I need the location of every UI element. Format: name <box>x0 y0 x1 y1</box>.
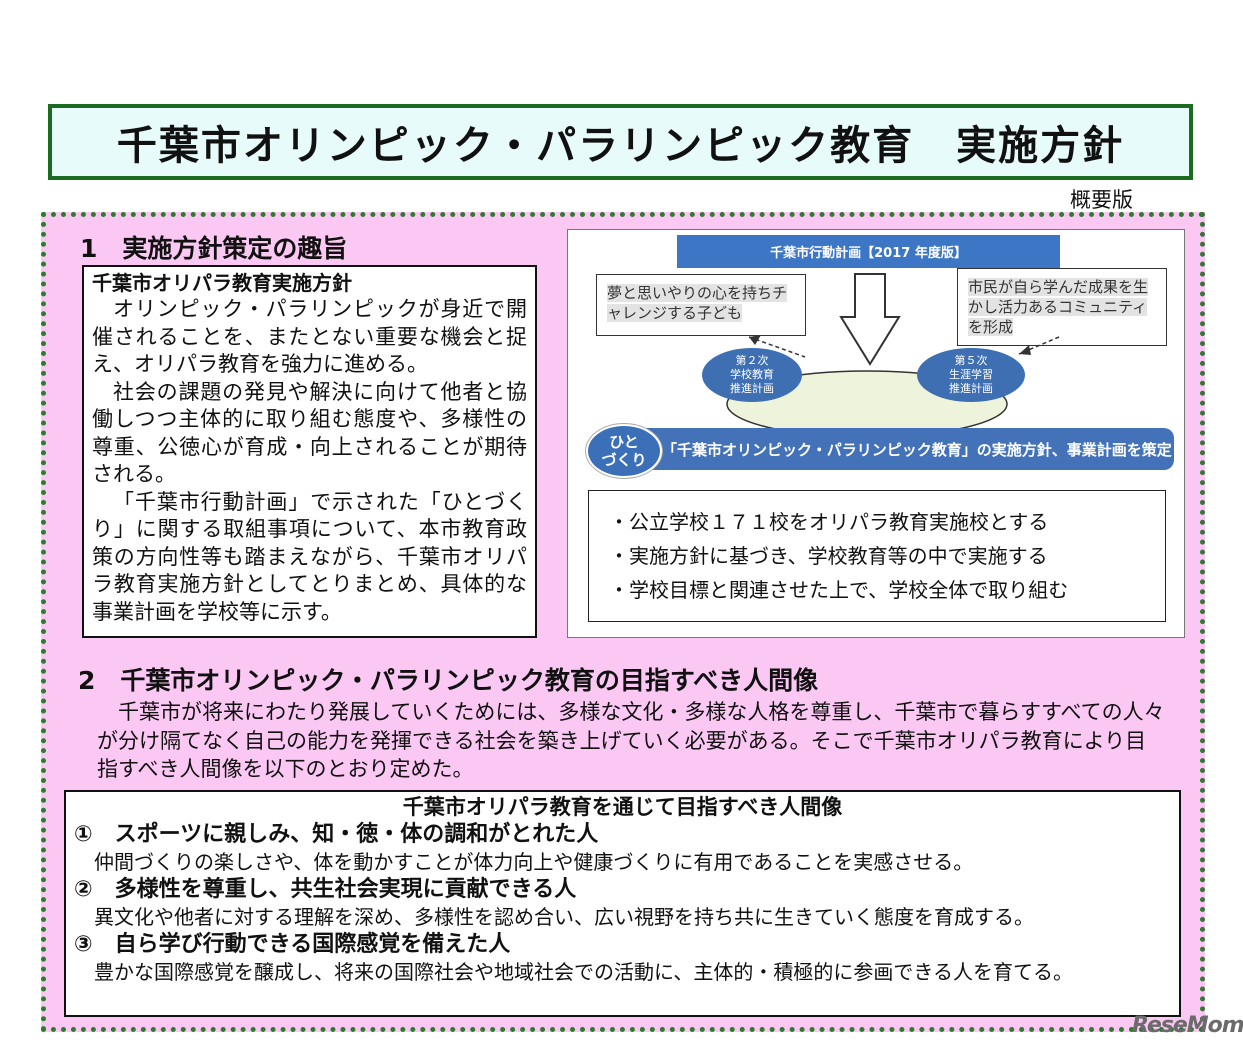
policy-box: 千葉市オリパラ教育実施方針 オリンピック・パラリンピックが身近で開催されることを… <box>82 265 537 638</box>
goals-title: 千葉市オリパラ教育を通じて目指すべき人間像 <box>402 795 843 819</box>
callout-children: 夢と思いやりの心を持ちチャレンジする子ども <box>596 274 806 336</box>
list-item: ・公立学校１７１校をオリパラ教育実施校とする <box>609 510 1049 534</box>
school-education-plan: 第２次学校教育推進計画 <box>702 348 802 402</box>
policy-box-title: 千葉市オリパラ教育実施方針 <box>92 271 352 295</box>
arrowhead-icon <box>749 335 761 345</box>
dashed-connector <box>748 336 806 358</box>
list-item: ・実施方針に基づき、学校教育等の中で実施する <box>609 544 1048 568</box>
arrowhead-icon <box>1019 345 1031 355</box>
implementation-bullets: ・公立学校１７１校をオリパラ教育実施校とする ・実施方針に基づき、学校教育等の中… <box>588 490 1166 622</box>
page-title: 千葉市オリンピック・パラリンピック教育 実施方針 <box>116 123 1125 169</box>
policy-paragraph: 社会の課題の発見や解決に向けて他者と協働しつつ主体的に取り組む態度や、多様性の尊… <box>92 379 527 487</box>
overview-badge: 概要版 <box>1070 188 1133 212</box>
policy-paragraph: オリンピック・パラリンピックが身近で開催されることを、またとない重要な機会と捉え… <box>92 297 527 376</box>
section2-heading: 2 千葉市オリンピック・パラリンピック教育の目指すべき人間像 <box>78 666 819 695</box>
goal-description: 異文化や他者に対する理解を深め、多様性を認め合い、広い視野を持ち共に生きていく態… <box>94 905 1034 929</box>
down-arrow-icon <box>839 273 901 366</box>
title-box: 千葉市オリンピック・パラリンピック教育 実施方針 <box>48 104 1193 180</box>
policy-paragraph: 「千葉市行動計画」で示された「ひとづくり」に関する取組事項について、本市教育政策… <box>92 489 527 624</box>
goals-box: 千葉市オリパラ教育を通じて目指すべき人間像 ① スポーツに親しみ、知・徳・体の調… <box>64 790 1181 1017</box>
callout-citizens: 市民が自ら学んだ成果を生かし活力あるコミュニティを形成 <box>957 268 1167 346</box>
hitozukuri-badge: ひとづくり <box>586 424 662 478</box>
section2-intro: 千葉市が将来にわたり発展していくためには、多様な文化・多様な人格を尊重し、千葉市… <box>97 700 1165 781</box>
action-plan-bar: 千葉市行動計画【2017 年度版】 <box>677 235 1060 268</box>
lifelong-learning-plan: 第５次生涯学習推進計画 <box>917 348 1025 402</box>
resemom-logo: ReseMom <box>1132 1013 1243 1038</box>
goal-description: 豊かな国際感覚を醸成し、将来の国際社会や地域社会での活動に、主体的・積極的に参画… <box>94 960 1073 984</box>
goal-heading: ② 多様性を尊重し、共生社会実現に貢献できる人 <box>74 877 577 902</box>
list-item: ・学校目標と関連させた上で、学校全体で取り組む <box>609 578 1069 602</box>
goal-description: 仲間づくりの楽しさや、体を動かすことが体力向上や健康づくりに有用であることを実感… <box>94 850 974 874</box>
section1-heading: 1 実施方針策定の趣旨 <box>80 234 348 263</box>
goal-heading: ① スポーツに親しみ、知・徳・体の調和がとれた人 <box>74 822 599 847</box>
goal-heading: ③ 自ら学び行動できる国際感覚を備えた人 <box>74 932 511 957</box>
strategy-bar: 「千葉市オリンピック・パラリンピック教育」の実施方針、事業計画を策定 <box>638 428 1174 470</box>
